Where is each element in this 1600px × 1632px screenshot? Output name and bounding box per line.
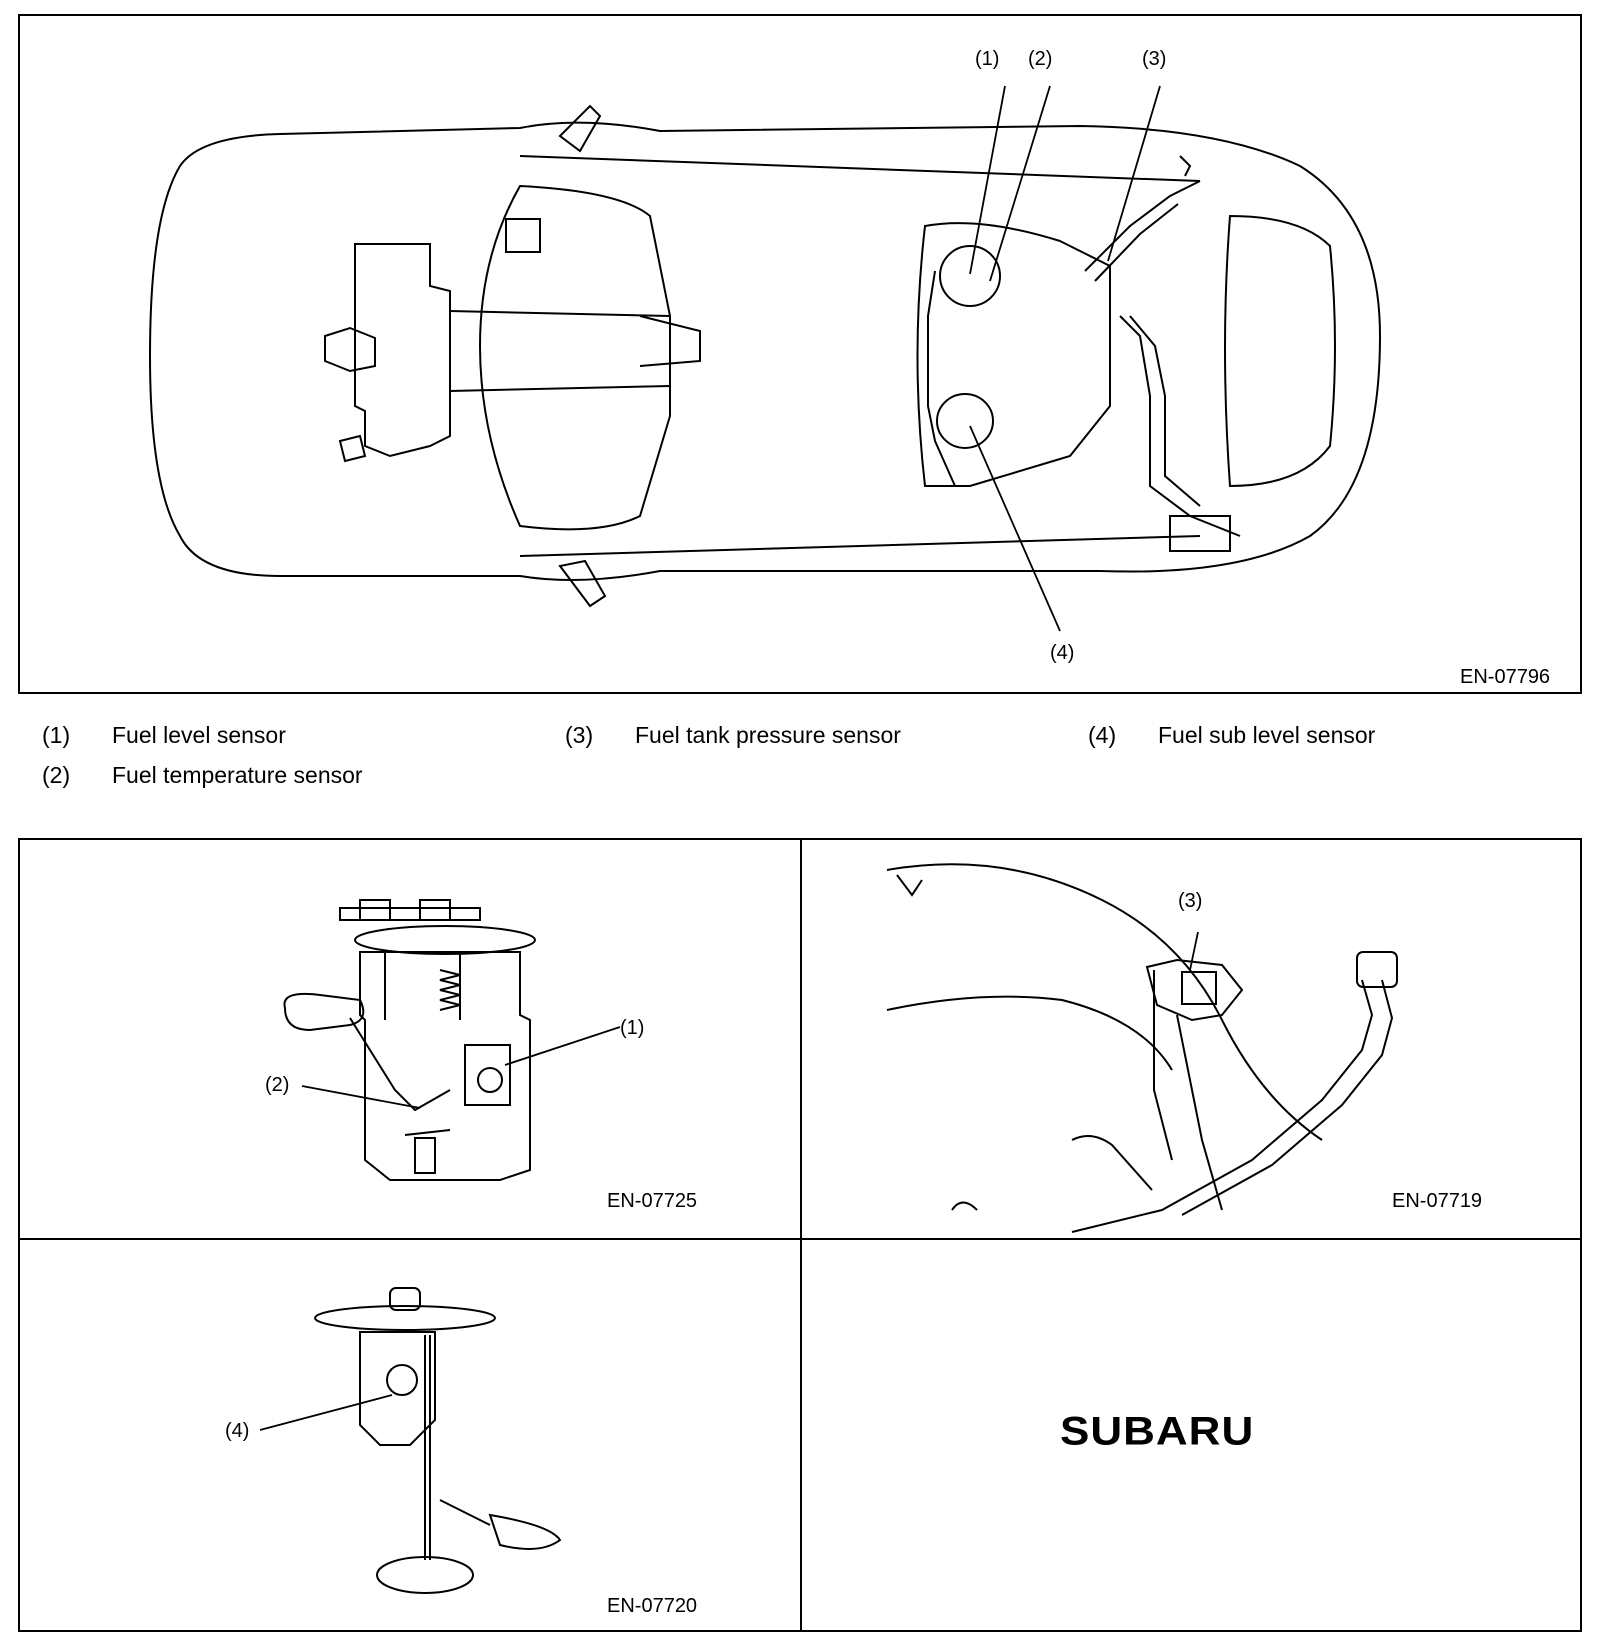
pump-body — [359, 951, 531, 1181]
pressure-sensor-drawing — [886, 863, 1398, 1233]
callout-2: (2) — [1028, 48, 1053, 70]
leader-line-4 — [969, 425, 1061, 632]
callout-1: (1) — [975, 48, 1000, 70]
legend-num: (2) — [42, 762, 71, 788]
float — [488, 1513, 562, 1550]
fuel-pump-drawing — [283, 899, 621, 1181]
right-mirror — [558, 559, 607, 608]
figure-code: EN-07796 — [1460, 666, 1551, 688]
legend-num: (4) — [1088, 722, 1117, 748]
sub-level-panel: (4) EN-07720 — [18, 1238, 802, 1632]
leader-line-4 — [259, 1394, 393, 1431]
callout-3: (3) — [1142, 48, 1167, 70]
leader-line-2 — [301, 1085, 421, 1109]
leader-line-3 — [1189, 931, 1199, 971]
figure-code: EN-07725 — [607, 1190, 698, 1212]
callout-4: (4) — [225, 1420, 250, 1442]
vehicle-overview-panel: (1) (2) (3) (4) EN-07796 — [18, 14, 1582, 694]
leader-line-1 — [504, 1026, 621, 1066]
callout-1: (1) — [620, 1017, 645, 1039]
float — [283, 992, 365, 1032]
logo-panel: SUBARU — [800, 1238, 1582, 1632]
pressure-sensor-body — [1145, 958, 1244, 1022]
subaru-logo: SUBARU — [1060, 1409, 1255, 1454]
vehicle-overview-drawing — [148, 85, 1382, 632]
legend-label: Fuel level sensor — [112, 722, 286, 748]
callout-4: (4) — [1050, 642, 1075, 664]
rear-window — [1224, 214, 1336, 488]
figure-code: EN-07720 — [607, 1595, 698, 1617]
sub-pump-opening — [936, 393, 994, 449]
pressure-sensor-panel: (3) EN-07719 — [800, 838, 1582, 1240]
leader-line-2 — [989, 85, 1051, 282]
leader-line-3 — [1107, 85, 1161, 262]
fuel-tank — [916, 222, 1111, 487]
callout-3: (3) — [1178, 890, 1203, 912]
legend-num: (3) — [565, 722, 594, 748]
legend-num: (1) — [42, 722, 71, 748]
legend-label: Fuel sub level sensor — [1158, 722, 1376, 748]
main-pump-opening — [939, 245, 1001, 307]
sub-level-drawing — [259, 1287, 562, 1594]
legend-label: Fuel tank pressure sensor — [635, 722, 901, 748]
car-body-outline — [148, 121, 1382, 581]
engine-block — [354, 243, 451, 458]
leader-line-1 — [969, 85, 1006, 275]
cabin-outline — [478, 184, 671, 531]
legend-label: Fuel temperature sensor — [112, 762, 363, 788]
left-mirror — [558, 104, 602, 153]
figure-code: EN-07719 — [1392, 1190, 1483, 1212]
fuel-pump-panel: (1) (2) EN-07725 — [18, 838, 802, 1240]
callout-2: (2) — [265, 1074, 290, 1096]
sub-pump-body — [359, 1331, 436, 1446]
